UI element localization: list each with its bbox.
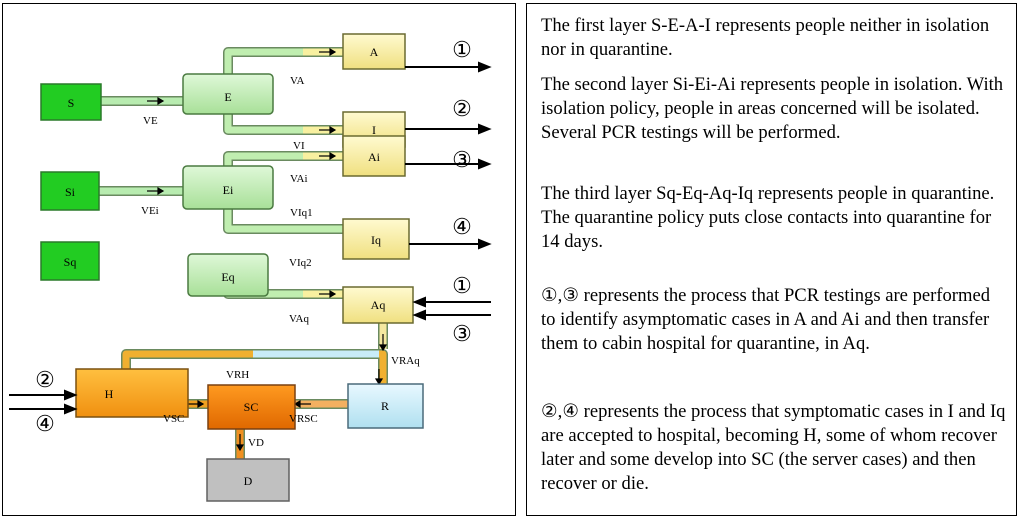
box-R: R [347,383,424,429]
flow-VRAq: VRAq [391,355,420,367]
paragraph-first-layer: The first layer S-E-A-I represents peopl… [541,15,990,60]
process-markers: ① ② ③ ④ ① ③ ② ④ [35,37,472,436]
flow-VRH: VRH [226,369,249,381]
box-H: H [75,368,189,418]
diagram-panel: S E A I Si Ei Ai Iq Sq Eq Aq H [2,3,516,516]
box-D: D [206,458,290,502]
box-E: E [182,73,274,115]
label-Sq: Sq [64,255,77,269]
label-Aq: Aq [371,298,386,312]
flow-VIq2: VIq2 [289,257,312,269]
paragraph-symptomatic-process: ②,④ represents the process that symptoma… [541,401,1006,494]
box-Iq: Iq [342,218,410,260]
marker-four-H: ④ [35,411,55,436]
paragraph-asymptomatic-process: ①,③ represents the process that PCR test… [541,285,991,354]
label-H: H [105,387,114,401]
flow-VD: VD [248,437,264,449]
box-Si: Si [40,171,100,211]
box-A: A [342,33,406,70]
marker-three-Ai: ③ [452,147,472,172]
external-arrows [9,61,492,415]
box-Aq: Aq [342,286,414,324]
label-Ai: Ai [368,150,381,164]
box-Eq: Eq [187,253,269,297]
flow-VIq1: VIq1 [290,207,313,219]
flow-VRSC: VRSC [289,413,318,425]
label-Iq: Iq [371,233,381,247]
label-R: R [381,399,389,413]
paragraph-second-layer: The second layer Si-Ei-Ai represents peo… [541,74,1004,143]
marker-three-Aq: ③ [452,321,472,346]
marker-four-Iq: ④ [452,214,472,239]
flow-VAq: VAq [289,313,309,325]
label-SC: SC [244,400,259,414]
label-E: E [224,90,231,104]
flow-VI: VI [293,140,305,152]
box-SC: SC [207,384,296,430]
box-Ai: Ai [342,135,406,177]
box-Ei: Ei [182,165,274,210]
label-Eq: Eq [221,270,234,284]
marker-one-A: ① [452,37,472,62]
flow-VEi: VEi [141,205,159,217]
marker-one-Aq: ① [452,273,472,298]
description-panel: The first layer S-E-A-I represents peopl… [526,3,1017,516]
paragraph-third-layer: The third layer Sq-Eq-Aq-Iq represents p… [541,183,995,252]
label-Si: Si [65,185,76,199]
marker-two-I: ② [452,96,472,121]
flow-labels: VE VA VI VEi VAi VIq1 VIq2 VAq VRAq VRH … [141,75,420,449]
label-D: D [244,474,253,488]
marker-two-H: ② [35,367,55,392]
flow-VAi: VAi [290,173,308,185]
flow-VA: VA [290,75,305,87]
label-S: S [68,96,75,110]
flow-VSC: VSC [163,413,184,425]
box-Sq: Sq [40,241,100,281]
label-A: A [370,45,379,59]
compartment-diagram: S E A I Si Ei Ai Iq Sq Eq Aq H [9,33,492,502]
box-S: S [40,83,102,121]
label-I: I [372,123,376,137]
flow-VE: VE [143,115,158,127]
label-Ei: Ei [223,183,234,197]
